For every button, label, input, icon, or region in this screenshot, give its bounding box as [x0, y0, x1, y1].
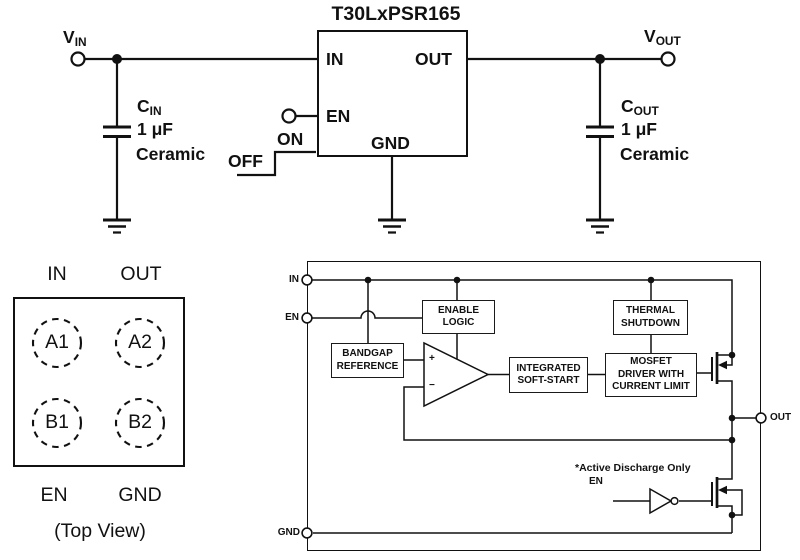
- cout-value: 1 μF: [621, 119, 657, 139]
- vout-terminal: [660, 51, 676, 67]
- ball-b2-label: B2: [128, 411, 152, 433]
- cin-dielectric: Ceramic: [136, 144, 206, 164]
- cout-name: COUT: [621, 96, 659, 118]
- thermal-shutdown-block: THERMAL SHUTDOWN: [613, 300, 688, 335]
- thermal-line1: THERMAL: [626, 305, 675, 316]
- driver-line2: DRIVER WITH: [617, 368, 685, 380]
- ground-symbols: [103, 218, 614, 234]
- bd-pin-gnd-label: GND: [277, 527, 300, 538]
- cout-dielectric: Ceramic: [620, 144, 690, 164]
- opamp-plus-sign: +: [429, 353, 435, 364]
- bd-pin-en-label: EN: [285, 312, 299, 323]
- vin-label: VIN: [63, 27, 87, 49]
- pinout-bottom-gnd: GND: [118, 484, 162, 506]
- ic-pin-in: IN: [326, 49, 344, 69]
- bandgap-line2: REFERENCE: [336, 360, 399, 372]
- driver-line1: MOSFET: [630, 356, 672, 368]
- softstart-line1: INTEGRATED: [516, 362, 581, 374]
- thermal-line2: SHUTDOWN: [621, 317, 680, 329]
- pinout-top-in: IN: [47, 263, 67, 285]
- ic-pin-out: OUT: [415, 49, 452, 69]
- enable-logic-block: ENABLE LOGIC: [422, 300, 495, 334]
- opamp-minus-sign: −: [429, 380, 435, 391]
- pinout-bottom-en: EN: [40, 484, 68, 506]
- waveform-off-label: OFF: [228, 151, 263, 171]
- cin-name: CIN: [137, 96, 162, 118]
- regulator-ic-box: [317, 30, 468, 157]
- active-discharge-note: *Active Discharge Only: [575, 462, 691, 474]
- bd-pin-in-label: IN: [289, 274, 299, 285]
- vin-terminal: [70, 51, 86, 67]
- ball-a1-label: A1: [45, 331, 69, 353]
- ball-b1-label: B1: [45, 411, 69, 433]
- package-outline-box: [13, 297, 185, 467]
- driver-line3: CURRENT LIMIT: [612, 381, 690, 393]
- pinout-top-out: OUT: [120, 263, 162, 285]
- mosfet-driver-block: MOSFET DRIVER WITH CURRENT LIMIT: [605, 353, 697, 397]
- bd-pin-out-label: OUT: [770, 412, 792, 423]
- ball-a2-label: A2: [128, 331, 152, 353]
- cin-value: 1 μF: [137, 119, 173, 139]
- vout-label: VOUT: [644, 26, 681, 48]
- ic-pin-gnd: GND: [371, 133, 410, 153]
- bandgap-line1: BANDGAP: [342, 348, 393, 359]
- soft-start-block: INTEGRATED SOFT-START: [509, 357, 588, 393]
- pinout-caption: (Top View): [54, 520, 146, 542]
- enable-logic-line1: ENABLE: [437, 304, 480, 316]
- block-diagram-border: [307, 261, 761, 551]
- bandgap-reference-block: BANDGAP REFERENCE: [331, 343, 404, 378]
- enable-logic-line2: LOGIC: [442, 317, 475, 328]
- discharge-en-label: EN: [589, 476, 603, 487]
- ic-pin-en: EN: [326, 106, 351, 126]
- waveform-on-label: ON: [277, 129, 304, 149]
- en-terminal: [281, 108, 297, 124]
- softstart-line2: SOFT-START: [517, 375, 580, 386]
- part-number-title: T30LxPSR165: [331, 3, 461, 25]
